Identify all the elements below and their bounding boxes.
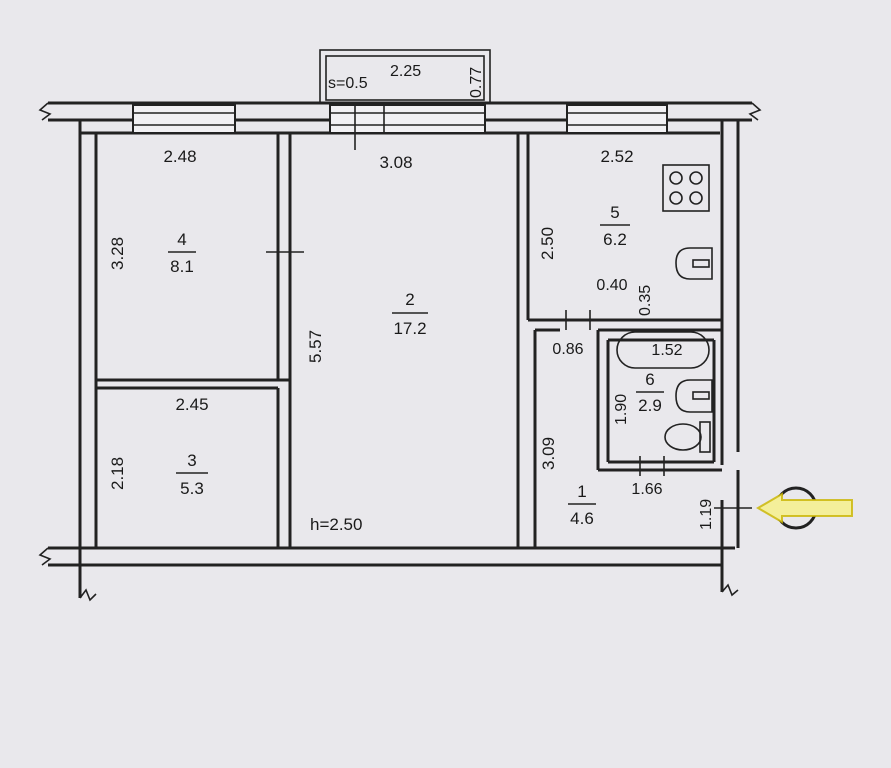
room6-number: 6 <box>645 370 654 389</box>
room4-number: 4 <box>177 230 186 249</box>
room3-area: 5.3 <box>180 479 204 498</box>
interior-walls <box>96 133 752 548</box>
window-room2 <box>329 104 486 134</box>
room-labels: 4 8.1 2 17.2 5 6.2 3 5.3 6 2.9 1 4.6 <box>168 203 664 528</box>
wc-wall-dim: 0.35 <box>637 285 654 316</box>
fixtures <box>616 164 713 453</box>
room5-area: 6.2 <box>603 230 627 249</box>
passage-dim: 0.86 <box>552 341 583 358</box>
entrance-arrow-icon <box>756 492 853 524</box>
toilet-icon <box>664 421 711 453</box>
room4-width-dim: 2.48 <box>163 147 196 166</box>
windows <box>132 103 668 150</box>
room4-area: 8.1 <box>170 257 194 276</box>
room5-height-dim: 2.50 <box>538 227 557 260</box>
entrance-marker <box>756 486 853 530</box>
room2-number: 2 <box>405 290 414 309</box>
stove-icon <box>662 164 710 212</box>
room1-area: 4.6 <box>570 509 594 528</box>
bath-height-dim: 1.90 <box>613 394 630 425</box>
room4-height-dim: 3.28 <box>108 237 127 270</box>
balcony: s=0.5 2.25 0.77 <box>319 49 491 104</box>
room2-area: 17.2 <box>393 319 426 338</box>
hall-height-dim: 3.09 <box>539 437 558 470</box>
room3-height-dim: 2.18 <box>108 457 127 490</box>
room5-width-dim: 2.52 <box>600 147 633 166</box>
dimension-labels: 2.48 3.28 3.08 5.57 2.52 2.50 2.45 2.18 … <box>108 147 715 534</box>
kitchen-sink-icon <box>675 247 713 280</box>
window-room5 <box>566 104 668 134</box>
room5-number: 5 <box>610 203 619 222</box>
room1-number: 1 <box>577 482 586 501</box>
room6-area: 2.9 <box>638 396 662 415</box>
wc-gap-dim: 0.40 <box>596 277 627 294</box>
bathtub-icon <box>616 331 710 369</box>
bath-sink-icon <box>675 379 713 413</box>
room2-width-dim: 3.08 <box>379 153 412 172</box>
balcony-depth-label: 0.77 <box>468 67 485 98</box>
room2-height-dim: 5.57 <box>306 330 325 363</box>
bath-width-dim: 1.66 <box>631 481 662 498</box>
ceiling-height-label: h=2.50 <box>310 515 362 534</box>
entry-width-dim: 1.19 <box>698 499 715 530</box>
bath-length-dim: 1.52 <box>651 342 682 359</box>
balcony-area-label: s=0.5 <box>328 75 368 92</box>
window-room4 <box>132 104 236 134</box>
balcony-width-label: 2.25 <box>390 63 421 80</box>
room3-width-dim: 2.45 <box>175 395 208 414</box>
room3-number: 3 <box>187 451 196 470</box>
